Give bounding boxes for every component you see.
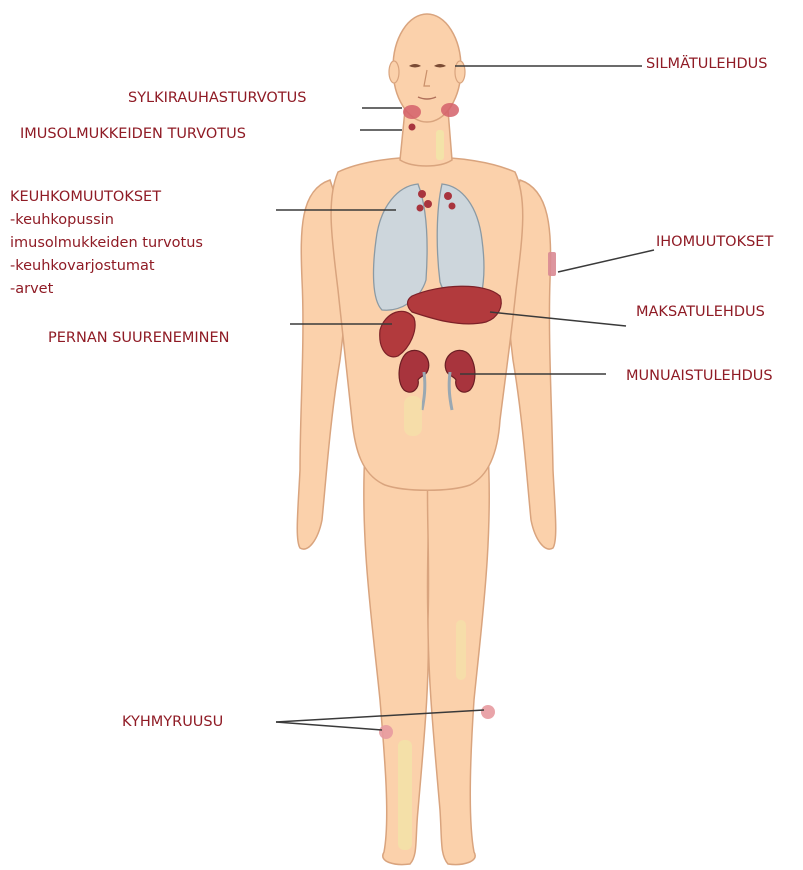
hilar-node-1	[418, 190, 426, 198]
left-ear	[389, 61, 399, 83]
left-leg	[364, 450, 430, 865]
hilar-node-4	[444, 192, 452, 200]
lymph-accent-leg-2	[456, 620, 466, 680]
neck-lymph-node	[409, 124, 416, 131]
body-figure	[297, 14, 556, 865]
label-salivary-swelling: SYLKIRAUHASTURVOTUS	[128, 88, 306, 108]
hilar-node-2	[424, 200, 432, 208]
lung-title: KEUHKOMUUTOKSET	[10, 186, 203, 209]
nodule-left-shin	[379, 725, 393, 739]
salivary-gland-right	[441, 103, 459, 117]
right-ear	[455, 61, 465, 83]
lymph-accent-leg-1	[398, 740, 412, 850]
label-lung-changes: KEUHKOMUUTOKSET -keuhkopussin imusolmukk…	[10, 186, 203, 301]
lung-line-4: -arvet	[10, 278, 203, 301]
skin-lesion	[548, 252, 556, 276]
hilar-node-3	[417, 205, 424, 212]
salivary-gland-left	[403, 105, 421, 119]
label-eye-inflammation: SILMÄTULEHDUS	[646, 54, 767, 74]
label-erythema-nodosum: KYHMYRUUSU	[122, 712, 223, 732]
lung-line-1: -keuhkopussin	[10, 209, 203, 232]
lymph-accent-abdomen	[404, 396, 422, 436]
leader-nodule-2	[276, 722, 382, 730]
label-skin-changes: IHOMUUTOKSET	[656, 232, 773, 252]
lymph-accent	[436, 130, 444, 160]
leader-skin	[558, 250, 654, 272]
label-liver-inflammation: MAKSATULEHDUS	[636, 302, 765, 322]
label-kidney-inflammation: MUNUAISTULEHDUS	[626, 366, 773, 386]
lung-line-3: -keuhkovarjostumat	[10, 255, 203, 278]
label-spleen-enlargement: PERNAN SUURENEMINEN	[48, 328, 230, 348]
hilar-node-5	[449, 203, 456, 210]
lung-line-2: imusolmukkeiden turvotus	[10, 232, 203, 255]
nodule-right-knee	[481, 705, 495, 719]
label-lymph-swelling: IMUSOLMUKKEIDEN TURVOTUS	[20, 124, 246, 144]
